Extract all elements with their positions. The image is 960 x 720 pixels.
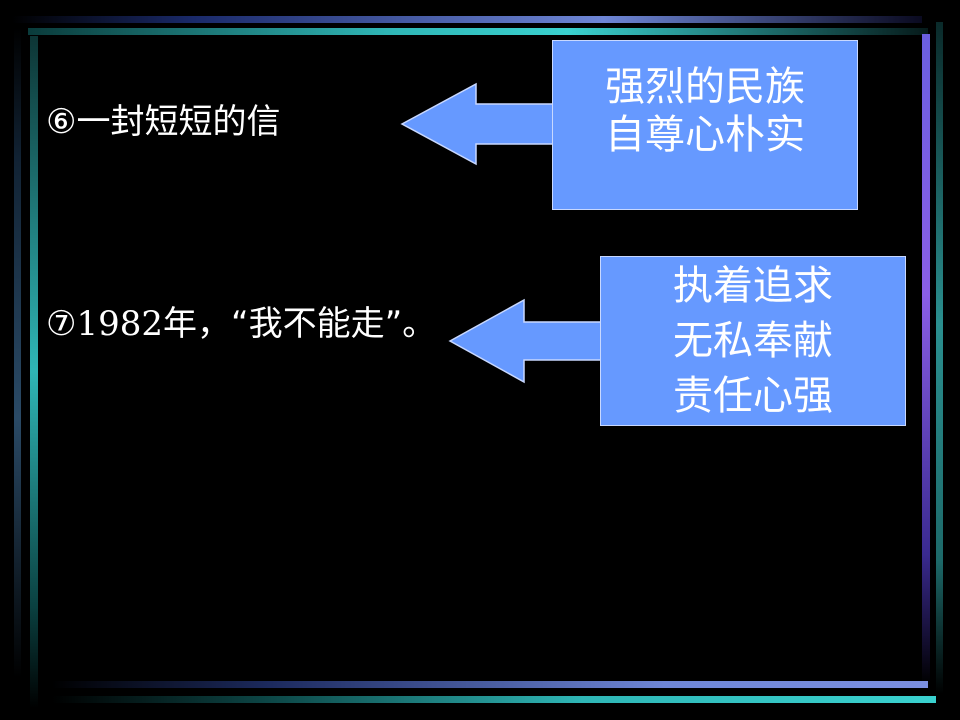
callout-box-2-line-2: 无私奉献 bbox=[673, 318, 833, 364]
frame-bar-right bbox=[936, 22, 943, 694]
frame-bar-bottom-inner bbox=[52, 681, 928, 688]
callout-box-1-line-2: 自尊心朴实 bbox=[605, 112, 805, 158]
item-7-text: ⑦1982年，“我不能走”。 bbox=[46, 302, 446, 346]
frame-bar-top bbox=[12, 16, 922, 23]
frame-bar-left bbox=[14, 28, 21, 678]
callout-box-1-line-1: 强烈的民族 bbox=[605, 64, 805, 110]
callout-box-1: 强烈的民族 自尊心朴实 bbox=[552, 40, 858, 210]
frame-bar-left-inner bbox=[30, 36, 38, 708]
callout-box-2-line-3: 责任心强 bbox=[673, 373, 833, 419]
frame-bar-right-inner bbox=[922, 34, 930, 684]
frame-bar-bottom bbox=[52, 696, 936, 703]
frame-bar-top-inner bbox=[28, 28, 928, 35]
item-6-text: ⑥一封短短的信 bbox=[46, 102, 281, 142]
item-7-number: ⑦1982 bbox=[46, 304, 164, 344]
callout-box-2: 执着追求 无私奉献 责任心强 bbox=[600, 256, 906, 426]
left-arrow-icon bbox=[400, 82, 559, 166]
item-7-rest: 年，“我不能走”。 bbox=[163, 304, 437, 344]
left-arrow-icon bbox=[448, 298, 607, 384]
callout-box-2-line-1: 执着追求 bbox=[673, 263, 833, 309]
